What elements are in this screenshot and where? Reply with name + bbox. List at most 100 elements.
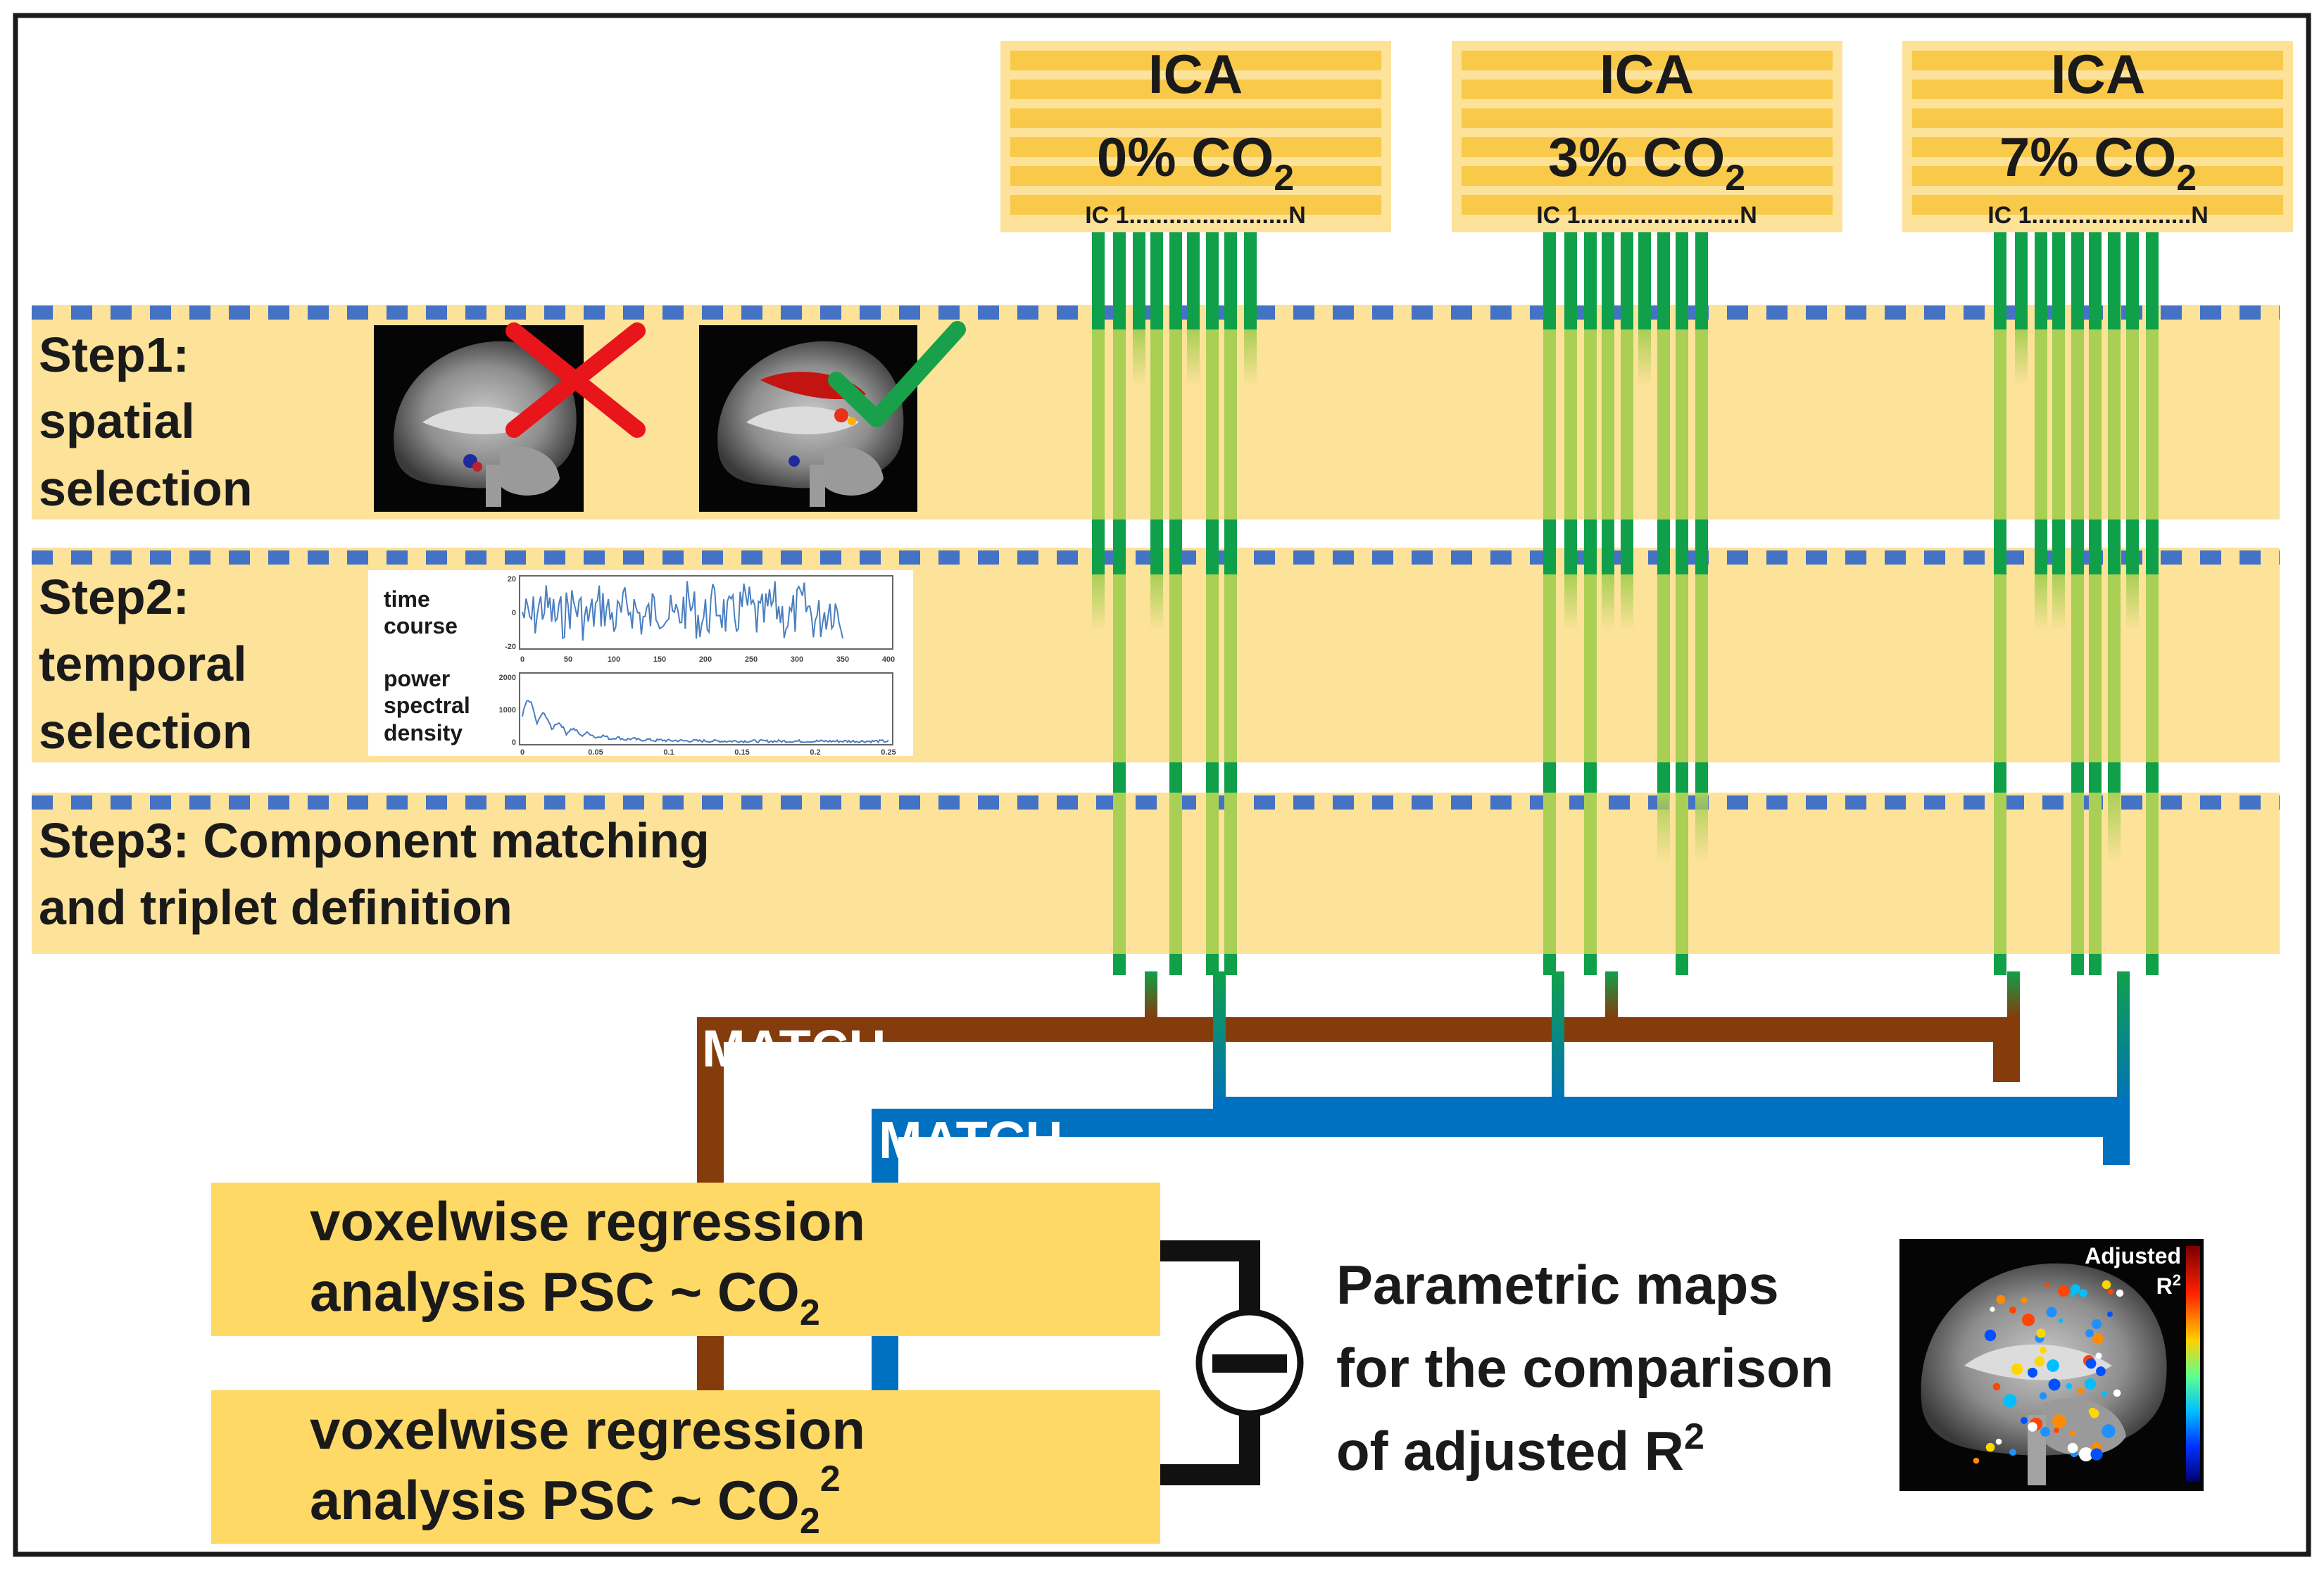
- component-line-segment: [1584, 329, 1597, 520]
- component-line-segment: [1994, 574, 2006, 762]
- component-line-segment: [1676, 548, 1688, 574]
- ica-block-stripe: [1010, 195, 1381, 215]
- component-line-segment: [1543, 329, 1556, 520]
- rejected-component-fade: [1187, 329, 1200, 386]
- component-line-segment: [1584, 548, 1597, 574]
- step3-label-line2: and triplet definition: [39, 880, 513, 935]
- time-xtick: 250: [745, 655, 758, 664]
- component-line-segment: [1113, 793, 1126, 954]
- component-line-segment: [1244, 232, 1257, 303]
- component-line-segment: [1224, 329, 1237, 520]
- component-line-segment: [1695, 232, 1708, 303]
- activation-blob: [2067, 1442, 2078, 1454]
- component-line-segment: [1584, 954, 1597, 975]
- ica-block-stripe: [1912, 108, 2283, 128]
- ica-block-stripe: [1462, 195, 1833, 215]
- component-line-segment: [1994, 232, 2006, 303]
- component-line-segment: [1621, 520, 1633, 548]
- time-xtick: 100: [608, 655, 620, 664]
- component-line-segment: [2108, 520, 2121, 548]
- component-line-segment: [2108, 574, 2121, 762]
- component-line-segment: [1676, 329, 1688, 520]
- component-line-segment: [2052, 548, 2065, 574]
- component-line-segment: [1564, 232, 1577, 303]
- component-line-segment: [2089, 574, 2102, 762]
- ica-condition-0: 0% CO2: [1097, 126, 1294, 199]
- ic-range-0: IC 1........................N: [1085, 202, 1306, 229]
- component-line-segment: [2071, 793, 2084, 954]
- result-text-line2: for the comparison: [1336, 1337, 1833, 1399]
- component-line-segment: [2089, 232, 2102, 303]
- component-line-segment: [2052, 303, 2065, 329]
- adjusted-r2-map: Adjusted R2: [1899, 1239, 2204, 1491]
- component-line-segment: [1113, 232, 1126, 303]
- component-line-segment: [1676, 520, 1688, 548]
- activation-blob: [2011, 1363, 2023, 1375]
- component-line-segment: [2035, 548, 2047, 574]
- component-line-segment: [1113, 520, 1126, 548]
- component-line-segment: [1676, 954, 1688, 975]
- activation-blob: [2092, 1333, 2104, 1345]
- component-line-segment: [1543, 793, 1556, 954]
- component-line-segment: [1602, 303, 1614, 329]
- activation-blob: [2102, 1391, 2107, 1397]
- component-line-segment: [2071, 520, 2084, 548]
- component-line-segment: [1638, 303, 1651, 329]
- blue-match-label: MATCH: [879, 1111, 1063, 1169]
- component-line-segment: [1621, 303, 1633, 329]
- activation-blob: [2096, 1366, 2106, 1376]
- rejected-component-fade: [1695, 793, 1708, 863]
- component-line-segment: [1206, 954, 1219, 975]
- component-line-segment: [1224, 762, 1237, 793]
- component-line-segment: [2108, 329, 2121, 520]
- component-line-segment: [1150, 232, 1163, 303]
- ica-block-0-labels: ICA 0% CO2 IC 1........................N: [1085, 43, 1306, 229]
- step1-label-line3: selection: [39, 461, 252, 516]
- time-course-label-2: course: [384, 613, 458, 638]
- component-line-segment: [1224, 793, 1237, 954]
- component-line-segment: [2089, 762, 2102, 793]
- component-line-segment: [1224, 303, 1237, 329]
- activation-blob: [1985, 1442, 1995, 1452]
- activation-blob: [2069, 1430, 2076, 1437]
- component-line-segment: [1169, 232, 1182, 303]
- activation-blob: [2092, 1319, 2102, 1329]
- activation-blob: [2113, 1389, 2121, 1397]
- component-line-segment: [2146, 303, 2159, 329]
- component-line-segment: [1621, 329, 1633, 520]
- component-line-segment: [1676, 574, 1688, 762]
- component-line-segment: [2035, 232, 2047, 303]
- component-line-segment: [2146, 954, 2159, 975]
- psd-trace: [522, 699, 889, 744]
- activation-blob: [2107, 1311, 2113, 1317]
- component-line-segment: [1657, 329, 1670, 520]
- ica-block-2: [1902, 41, 2293, 232]
- component-line-segment: [1092, 329, 1105, 520]
- component-line-segment: [1113, 303, 1126, 329]
- activation-blob: [2048, 1378, 2061, 1391]
- component-line-segment: [1206, 232, 1219, 303]
- component-line-segment: [2126, 329, 2139, 520]
- component-line-segment: [1584, 303, 1597, 329]
- component-line-segment: [1224, 232, 1237, 303]
- component-line-segment: [1564, 329, 1577, 520]
- component-line-segment: [1621, 232, 1633, 303]
- step3-band: [32, 793, 2280, 954]
- component-line-segment: [2071, 762, 2084, 793]
- component-line-segment: [1994, 954, 2006, 975]
- activation-blob: [2021, 1417, 2028, 1424]
- result-text-line1: Parametric maps: [1336, 1254, 1779, 1316]
- ica-block-stripe: [1912, 137, 2283, 157]
- rejected-component-fade: [1638, 329, 1651, 386]
- activation-blob: [1996, 1295, 2006, 1304]
- component-line-segment: [1584, 762, 1597, 793]
- rejected-component-fade: [2015, 329, 2028, 386]
- temporal-plots-panel: time course power spectral density 20 0 …: [368, 570, 913, 757]
- psd-label-2: spectral: [384, 693, 470, 718]
- time-xtick: 150: [653, 655, 666, 664]
- component-line-segment: [1584, 232, 1597, 303]
- activation-blob: [2085, 1329, 2094, 1337]
- activation-blob: [2052, 1414, 2066, 1428]
- ica-block-1: [1452, 41, 1842, 232]
- component-line-segment: [1113, 954, 1126, 975]
